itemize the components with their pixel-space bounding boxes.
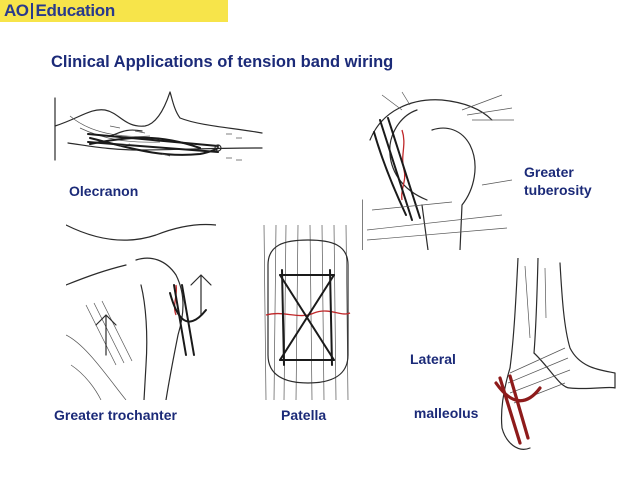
slide-title: Clinical Applications of tension band wi… (51, 53, 394, 71)
greater-tuberosity-illustration (362, 90, 517, 250)
ao-education-logo: AO Education (0, 0, 228, 22)
label-greater-tuberosity-line2: tuberosity (524, 182, 592, 198)
logo-education-text: Education (35, 1, 116, 20)
lateral-malleolus-illustration (490, 258, 620, 458)
patella-illustration (254, 225, 362, 400)
label-lateral-malleolus-line1: Lateral (410, 351, 456, 367)
olecranon-illustration (50, 88, 265, 170)
label-lateral-malleolus: Lateral malleolus (410, 314, 478, 440)
label-olecranon: Olecranon (69, 183, 139, 199)
label-greater-tuberosity-line1: Greater (524, 164, 574, 180)
label-greater-trochanter: Greater trochanter (54, 407, 177, 423)
label-lateral-malleolus-line2: malleolus (410, 405, 479, 421)
label-patella: Patella (281, 407, 327, 423)
logo-ao-text: AO (4, 1, 29, 20)
label-greater-tuberosity: Greater tuberosity (524, 163, 592, 199)
logo-separator (30, 3, 33, 19)
greater-trochanter-illustration (66, 215, 216, 400)
